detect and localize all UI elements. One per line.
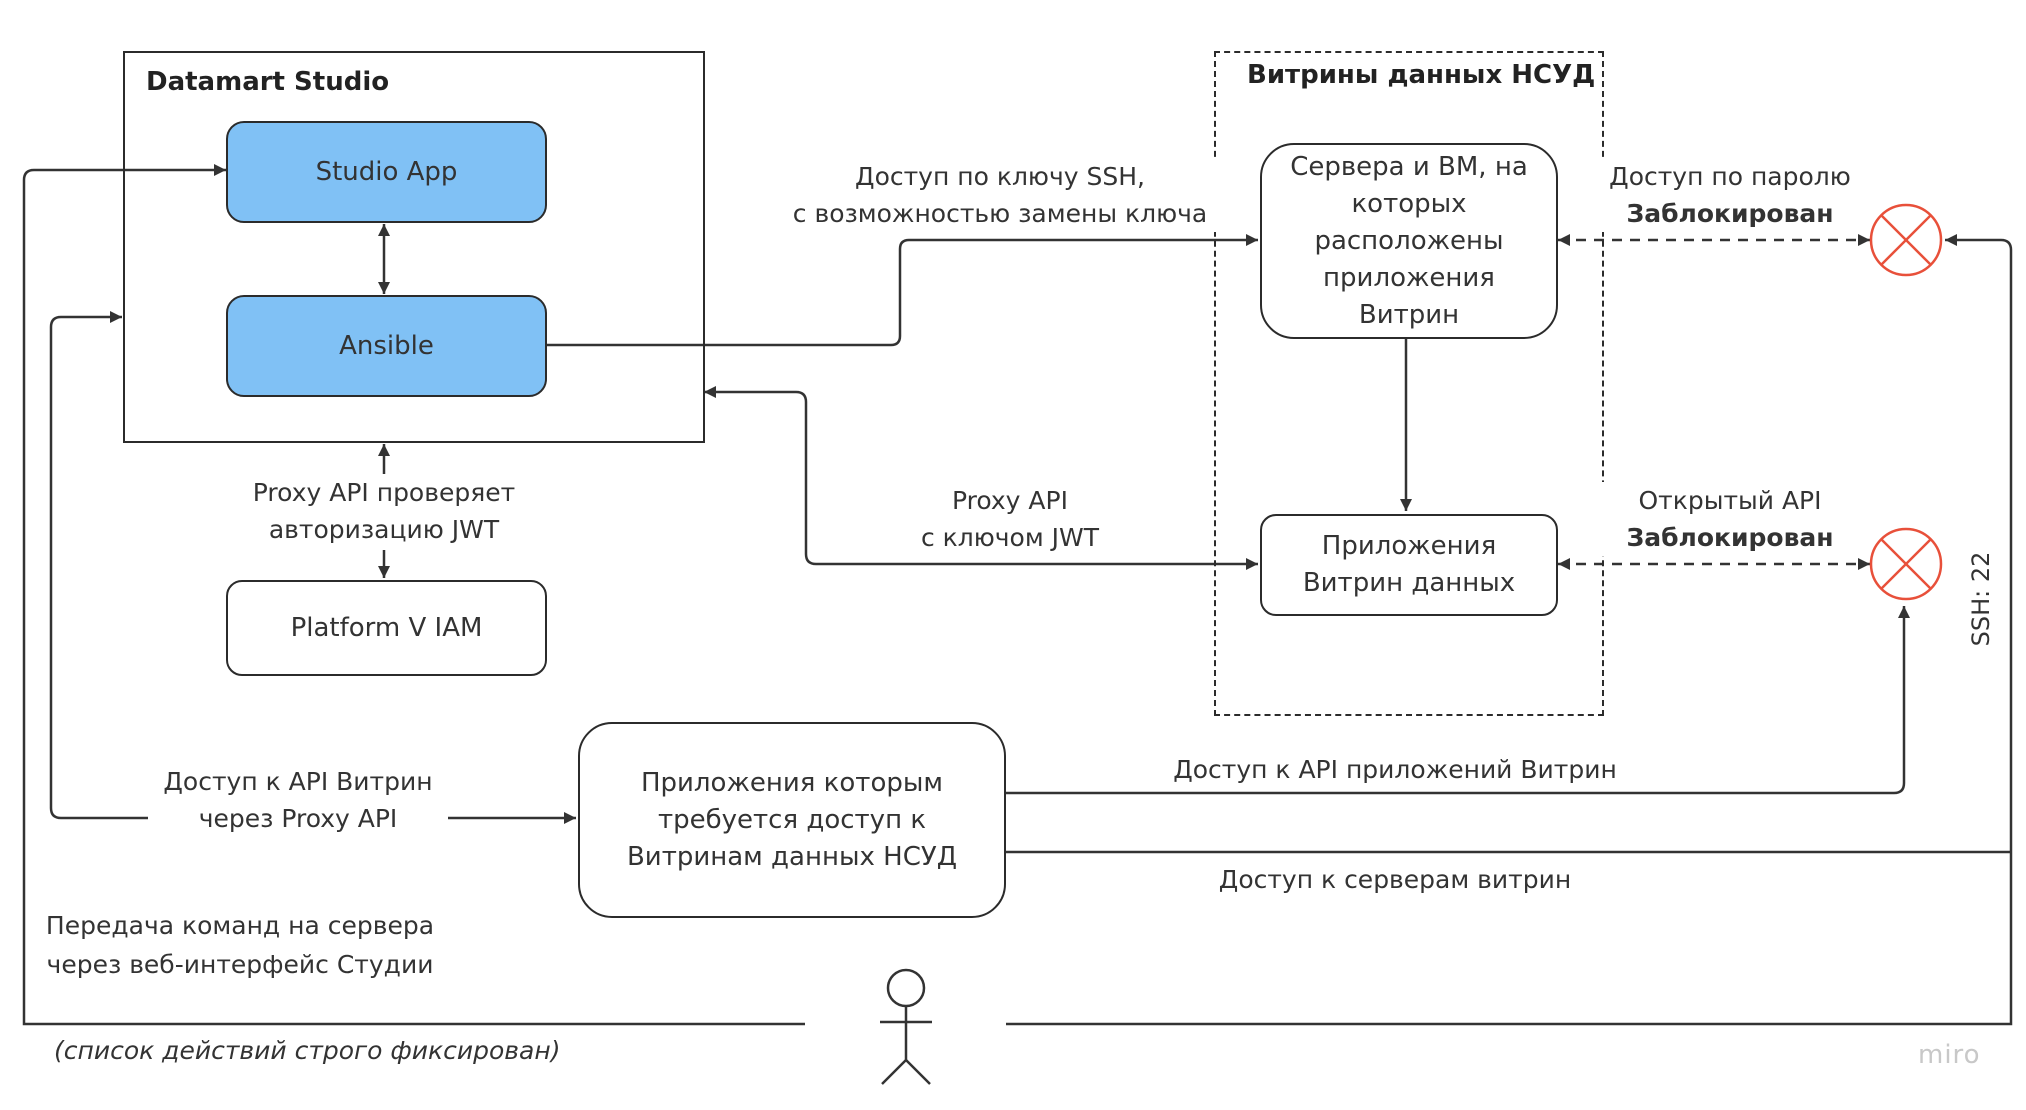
ansible-node: Ansible	[226, 295, 547, 397]
studio-app-label: Studio App	[315, 156, 458, 187]
apps-vitrin-node: Приложения Витрин данных	[1260, 514, 1558, 616]
edge-client-apiapps	[1005, 606, 1910, 795]
servers-label: Сервера и ВМ, на которых расположены при…	[1290, 151, 1528, 330]
password-access-label: Доступ по паролю Заблокирован	[1600, 158, 1860, 232]
open-api-label: Открытый API Заблокирован	[1600, 482, 1860, 556]
servers-access-label: Доступ к серверам витрин	[1218, 865, 1572, 894]
proxy-jwt-label: Proxy API с ключом JWT	[880, 482, 1140, 556]
datamart-studio-title: Datamart Studio	[146, 67, 390, 97]
client-apps-node: Приложения которым требуется доступ к Ви…	[578, 722, 1006, 918]
api-via-proxy-label: Доступ к API Витрин через Proxy API	[148, 763, 448, 837]
iam-label: Platform V IAM	[290, 612, 483, 643]
commands-note: (список действий строго фиксирован)	[54, 1036, 561, 1065]
edge-user-ssh	[1006, 234, 2013, 1026]
ssh-access-label: Доступ по ключу SSH, с возможностью заме…	[780, 158, 1220, 232]
edge-user-studioapp	[22, 164, 805, 1026]
edge-ansible-servers	[547, 234, 1258, 347]
edge-proxy-jwt	[704, 386, 1258, 570]
blocked-circle-x-icon	[1869, 203, 1943, 277]
edge-client-studio	[49, 311, 158, 820]
commands-label: Передача команд на сервера через веб-инт…	[45, 911, 435, 979]
vitriny-frame	[1214, 51, 1604, 716]
api-apps-access-label: Доступ к API приложений Витрин	[1173, 755, 1617, 784]
ansible-label: Ansible	[339, 330, 434, 361]
servers-node: Сервера и ВМ, на которых расположены при…	[1260, 143, 1558, 339]
miro-watermark: miro	[1918, 1040, 1981, 1070]
vitriny-title: Витрины данных НСУД	[1247, 60, 1596, 90]
iam-node: Platform V IAM	[226, 580, 547, 676]
apps-vitrin-label: Приложения Витрин данных	[1302, 531, 1516, 598]
ssh-port-label: SSH: 22	[1967, 549, 1997, 649]
blocked-circle-x-icon	[1869, 527, 1943, 601]
client-apps-label: Приложения которым требуется доступ к Ви…	[626, 767, 958, 872]
user-stick-figure-icon	[880, 968, 932, 1085]
datamart-studio-frame	[123, 51, 705, 443]
studio-app-node: Studio App	[226, 121, 547, 223]
proxy-check-label: Proxy API проверяет авторизацию JWT	[234, 474, 534, 548]
